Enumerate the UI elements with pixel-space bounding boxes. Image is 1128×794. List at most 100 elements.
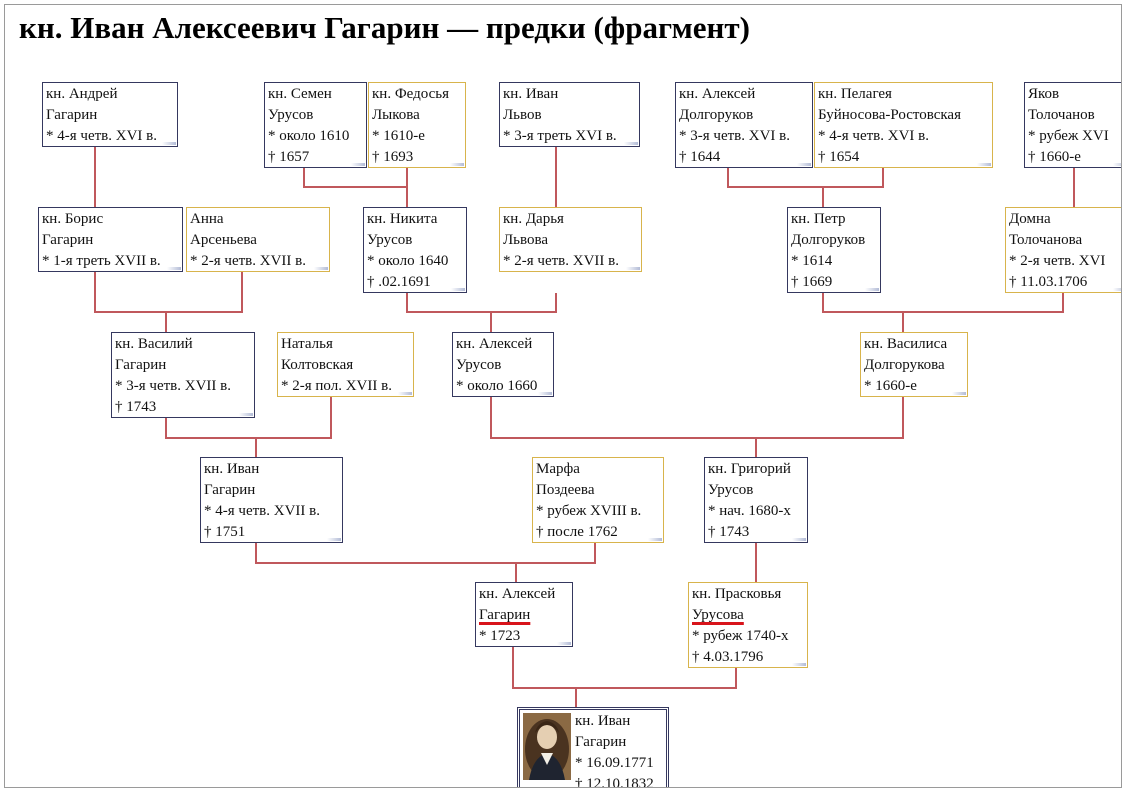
connector-aleksey-gagarin-bar bbox=[255, 543, 596, 564]
name-line: Яков bbox=[1028, 86, 1060, 102]
surname-line: Гагарин bbox=[204, 482, 256, 498]
name-line: кн. Василиса bbox=[864, 336, 948, 352]
birth-line: * рубеж XVIII в. bbox=[536, 503, 642, 519]
name-line: кн. Алексей bbox=[456, 336, 533, 352]
birth-line: * 1-я треть XVII в. bbox=[42, 253, 161, 269]
birth-line: * 3-я четв. XVII в. bbox=[115, 378, 231, 394]
death-line: † 12.10.1832 bbox=[575, 776, 654, 788]
surname-line: Гагарин bbox=[115, 357, 167, 373]
birth-line: * около 1660 bbox=[456, 378, 538, 394]
birth-line: * около 1640 bbox=[367, 253, 449, 269]
death-line: † .02.1691 bbox=[367, 274, 431, 290]
birth-line: * рубеж XVI bbox=[1028, 128, 1109, 144]
surname-line: Урусова bbox=[692, 607, 744, 623]
surname-line: Львова bbox=[503, 232, 549, 248]
birth-line: * 3-я четв. XVI в. bbox=[679, 128, 790, 144]
surname-line: Урусов bbox=[268, 107, 314, 123]
death-line: † 1654 bbox=[818, 149, 860, 165]
surname-line: Поздеева bbox=[536, 482, 595, 498]
birth-line: * 1614 bbox=[791, 253, 833, 269]
card-corner-mark bbox=[351, 163, 365, 166]
name-line: кн. Дарья bbox=[503, 211, 564, 227]
birth-line: * нач. 1680-х bbox=[708, 503, 791, 519]
card-corner-mark bbox=[952, 392, 966, 395]
connector-vasiliy-bar bbox=[94, 272, 243, 313]
surname-line: Урусов bbox=[708, 482, 754, 498]
surname-line: Долгоруков bbox=[679, 107, 754, 123]
card-corner-mark bbox=[624, 142, 638, 145]
diagram-frame: кн. Иван Алексеевич Гагарин — предки (фр… bbox=[4, 4, 1122, 788]
name-line: Наталья bbox=[281, 336, 333, 352]
surname-line: Урусов bbox=[367, 232, 413, 248]
surname-line: Гагарин bbox=[575, 734, 627, 750]
birth-line: * рубеж 1740-х bbox=[692, 628, 789, 644]
surname-line: Львов bbox=[503, 107, 542, 123]
surname-line: Арсеньева bbox=[190, 232, 257, 248]
card-corner-mark bbox=[398, 392, 412, 395]
connector-aleksey-urusov-bar bbox=[406, 293, 557, 313]
card-corner-mark bbox=[314, 267, 328, 270]
name-line: кн. Иван bbox=[503, 86, 559, 102]
card-corner-mark bbox=[450, 163, 464, 166]
name-line: кн. Иван bbox=[575, 713, 631, 729]
name-line: кн. Никита bbox=[367, 211, 438, 227]
card-corner-mark bbox=[239, 413, 253, 416]
connector-petr-bar bbox=[727, 168, 884, 188]
death-line: † 1644 bbox=[679, 149, 721, 165]
birth-line: * 3-я треть XVI в. bbox=[503, 128, 617, 144]
card-corner-mark bbox=[648, 538, 662, 541]
card-corner-mark bbox=[1113, 288, 1121, 291]
connector-vasilisa-bar bbox=[822, 293, 1064, 313]
portrait-image bbox=[523, 713, 571, 780]
birth-line: * 2-я четв. XVII в. bbox=[503, 253, 619, 269]
card-corner-mark bbox=[797, 163, 811, 166]
connector-ivan-sr-bar bbox=[165, 418, 332, 439]
birth-line: * 4-я четв. XVII в. bbox=[204, 503, 320, 519]
card-corner-mark bbox=[977, 163, 991, 166]
card-corner-mark bbox=[167, 267, 181, 270]
page-title: кн. Иван Алексеевич Гагарин — предки (фр… bbox=[19, 10, 750, 45]
death-line: † 1751 bbox=[204, 524, 246, 540]
name-line: кн. Семен bbox=[268, 86, 332, 102]
card-corner-mark bbox=[792, 538, 806, 541]
surname-line: Толочанов bbox=[1028, 107, 1095, 123]
surname-line: Гагарин bbox=[46, 107, 98, 123]
death-line: † после 1762 bbox=[536, 524, 618, 540]
card-corner-mark bbox=[451, 288, 465, 291]
surname-line: Урусов bbox=[456, 357, 502, 373]
surname-line: Колтовская bbox=[281, 357, 354, 373]
name-line: Марфа bbox=[536, 461, 580, 477]
birth-line: * около 1610 bbox=[268, 128, 350, 144]
card-corner-mark bbox=[557, 642, 571, 645]
birth-line: * 4-я четв. XVI в. bbox=[818, 128, 929, 144]
death-line: † 1743 bbox=[708, 524, 750, 540]
card-corner-mark bbox=[626, 267, 640, 270]
name-line: кн. Василий bbox=[115, 336, 193, 352]
birth-line: * 1610-е bbox=[372, 128, 425, 144]
card-corner-mark bbox=[1113, 163, 1121, 166]
death-line: † 11.03.1706 bbox=[1009, 274, 1088, 290]
